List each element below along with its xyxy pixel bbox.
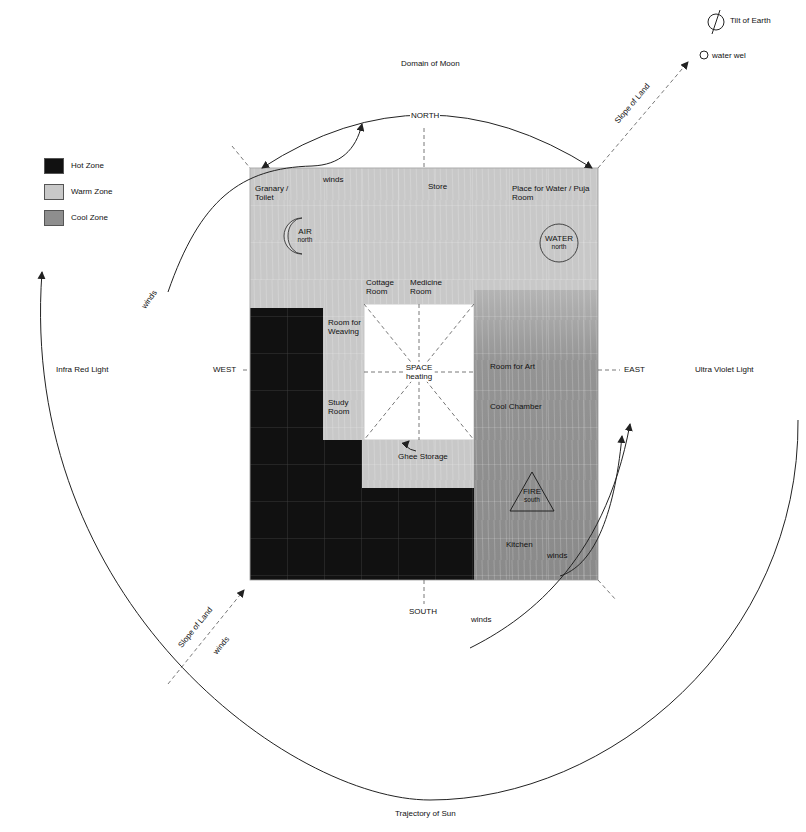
text-label: winds xyxy=(546,552,568,561)
sun-arc xyxy=(41,272,799,800)
text-label: EAST xyxy=(623,366,646,375)
legend-text: Hot Zone xyxy=(70,162,105,171)
room-label: Granary / Toilet xyxy=(255,184,303,202)
text-label: winds xyxy=(470,616,492,625)
text-label: NORTH xyxy=(410,112,440,121)
text-label: Tilt of Earth xyxy=(729,17,772,26)
text-label: WEST xyxy=(212,366,237,375)
shape-text: FIREsouth xyxy=(508,487,556,504)
text-label: Infra Red Light xyxy=(55,366,109,375)
text-label: Slope of Land xyxy=(613,81,653,126)
text-label: winds xyxy=(140,288,160,311)
legend-swatch xyxy=(44,158,64,174)
text-label: Trajectory of Sun xyxy=(394,810,457,819)
text-label: Ultra Violet Light xyxy=(694,366,755,375)
node-text: Store xyxy=(428,182,468,191)
node-text: Kitchen xyxy=(506,540,556,549)
node-text: Ghee Storage xyxy=(398,452,450,461)
node-text: Cottage Room xyxy=(366,278,408,296)
node-text: Study Room xyxy=(328,398,364,416)
water-well xyxy=(700,51,708,59)
node-text: Cool Chamber xyxy=(490,402,570,411)
text-label: Slope of Land xyxy=(176,605,215,650)
shape-text: WATERnorth xyxy=(538,234,580,251)
flow-arrow xyxy=(407,441,416,451)
room-label: Store xyxy=(428,182,468,191)
node-text: FIRE xyxy=(508,487,556,496)
shape-outline xyxy=(276,214,320,258)
room-label: Ghee Storage xyxy=(398,452,450,461)
text-label: SOUTH xyxy=(408,608,438,617)
room-label: Medicine Room xyxy=(410,278,456,296)
water-circle: WATERnorth xyxy=(538,222,580,264)
air-crescent: AIRnorth xyxy=(276,214,320,258)
space-square: SPACEheating xyxy=(364,304,474,440)
room-label: Study Room xyxy=(328,398,364,416)
node-text: Room for Weaving xyxy=(328,318,364,336)
node-text: Place for Water / Puja Room xyxy=(512,184,594,202)
text-label: Domain of Moon xyxy=(400,60,461,69)
room-label: Room for Weaving xyxy=(328,318,364,336)
node-text: Granary / Toilet xyxy=(255,184,303,202)
node-text: Medicine Room xyxy=(410,278,456,296)
room-label: Kitchen xyxy=(506,540,556,549)
legend-text: Warm Zone xyxy=(70,188,114,197)
text-label: winds xyxy=(322,176,344,185)
node-text: south xyxy=(508,496,556,503)
node-text: north xyxy=(538,243,580,250)
room-label: Cool Chamber xyxy=(490,402,570,411)
text-label: winds xyxy=(212,635,233,658)
legend-swatch xyxy=(44,184,64,200)
shape-text: SPACEheating xyxy=(404,362,435,382)
text-label: water wel xyxy=(711,52,747,61)
node-text: Room for Art xyxy=(490,362,570,371)
wind-arrows xyxy=(168,124,630,648)
room-label: Cottage Room xyxy=(366,278,408,296)
legend-text: Cool Zone xyxy=(70,214,109,223)
node-text: WATER xyxy=(538,234,580,243)
legend-swatch xyxy=(44,210,64,226)
node-text: SPACE xyxy=(406,363,433,372)
moon-arc xyxy=(262,115,592,168)
room-label: Room for Art xyxy=(490,362,570,371)
room-label: Place for Water / Puja Room xyxy=(512,184,594,202)
shape-text: AIRnorth xyxy=(290,227,320,244)
node-text: AIR xyxy=(290,227,320,236)
fire-triangle: FIREsouth xyxy=(508,470,556,514)
axis-lines xyxy=(168,62,688,684)
warm-zone xyxy=(250,168,598,580)
node-text: north xyxy=(290,236,320,243)
node-text: heating xyxy=(406,372,433,381)
